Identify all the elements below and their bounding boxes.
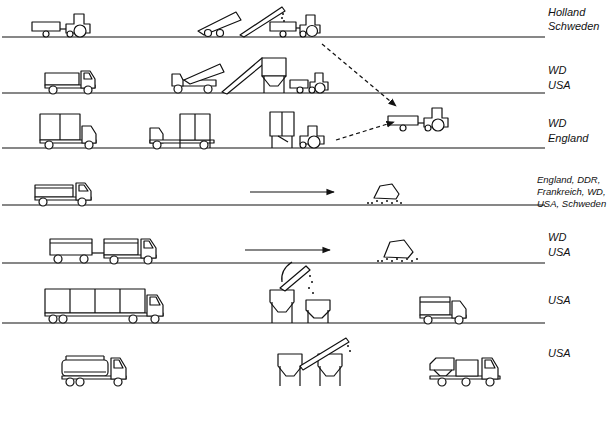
spreader-truck	[430, 358, 500, 386]
country-label: England	[548, 132, 588, 144]
truck	[45, 71, 95, 94]
dashed-arrows	[322, 44, 396, 140]
tractor-trailer	[32, 14, 90, 37]
fertilizer-heap	[367, 184, 402, 204]
flow-arrow	[250, 191, 334, 192]
country-label: USA, Schweden	[537, 198, 606, 209]
trailer-truck	[420, 297, 466, 324]
flow-arrow	[245, 249, 330, 250]
country-label: USA	[548, 347, 571, 359]
country-label: WD	[548, 231, 566, 243]
country-label: Holland	[548, 6, 585, 18]
container-tractor	[270, 112, 324, 148]
country-label: WD	[548, 64, 566, 76]
tipping-truck-hopper	[172, 58, 328, 94]
country-label: Schweden	[548, 20, 599, 32]
semi-trailer-truck	[45, 289, 163, 323]
country-label: WD	[548, 117, 566, 129]
dump-truck	[35, 183, 91, 206]
tractor-trailer	[388, 108, 448, 131]
silos-auger	[278, 338, 351, 386]
truck-with-trailer	[50, 239, 156, 264]
country-label: Frankreich, WD,	[537, 186, 606, 197]
flatbed-containers	[150, 114, 214, 149]
fertilizer-heap	[377, 240, 418, 262]
country-label: USA	[548, 246, 571, 258]
ground-lines	[2, 37, 545, 323]
tank-truck	[62, 356, 126, 386]
country-label: USA	[548, 79, 571, 91]
tipping-unloading	[198, 7, 320, 37]
country-label: England, DDR,	[537, 174, 600, 185]
container-truck	[40, 114, 96, 149]
silos-auger	[270, 262, 330, 323]
country-label: USA	[548, 294, 571, 306]
